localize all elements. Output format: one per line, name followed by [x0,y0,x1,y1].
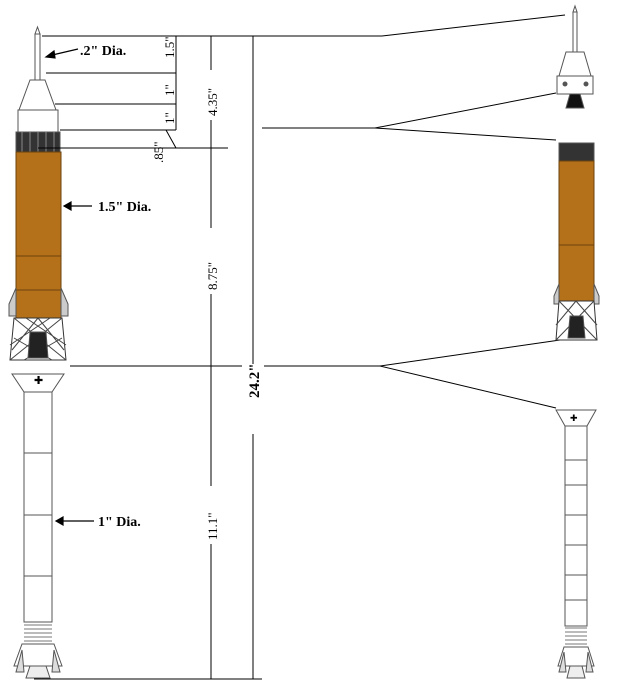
second-stage-length-label: 8.75" [205,262,220,290]
upper-stage-fin-right [60,287,69,317]
adapter-length-label: .85" [151,141,166,163]
tower-length-label: 1.5" [162,36,177,58]
service-length-label: 1" [162,112,177,124]
escape-tower-tip [34,25,41,35]
cross-mark: ✚ [34,374,43,387]
upper-stage-fin-left [8,287,17,317]
first-stage [23,391,53,623]
diameter-arrows [44,48,94,527]
arrow-icon [62,200,72,212]
svg-text:✚: ✚ [570,414,578,424]
first-stage-length-label: 11.1" [205,512,220,540]
capsule [18,79,57,111]
exploded-capsule [556,4,594,109]
assembled-rocket: ✚ [8,25,69,679]
arrow-icon [54,515,64,527]
first-stage-ribs [24,624,52,642]
upper-stage [15,151,62,303]
dimension-lines [34,14,566,680]
escape-tower [34,33,41,81]
upper-stage-dia-label: 1.5" Dia. [98,200,151,215]
engine-skirt [13,643,63,667]
service-module [17,109,59,133]
escape-tower-dia-label: .2" Dia. [80,44,126,59]
total-length-label: 24.2" [247,363,263,398]
upper-group-length-label: 4.35" [205,88,220,116]
interstage-lattice [9,317,67,361]
exploded-upper-stage [553,142,600,341]
arrow-icon [44,49,56,59]
first-stage-fin-right [51,649,61,673]
exploded-first-stage: ✚ [555,409,597,679]
first-stage-dia-label: 1" Dia. [98,515,141,530]
capsule-length-label: 1" [162,84,177,96]
first-stage-fin-left [15,649,25,673]
engine-nozzle [25,665,51,679]
